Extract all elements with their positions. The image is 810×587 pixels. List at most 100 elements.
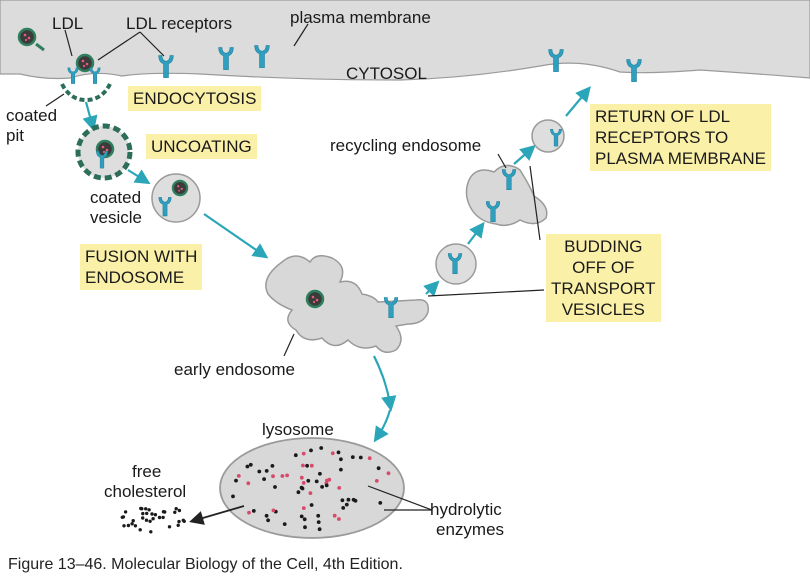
free-cholesterol-dot	[120, 515, 125, 519]
step-budding-line4: VESICLES	[561, 300, 645, 319]
step-endocytosis-text: ENDOCYTOSIS	[133, 89, 257, 108]
plasma-membrane-label: plasma membrane	[290, 8, 431, 27]
enzyme-dot	[309, 463, 314, 468]
free-cholesterol-dot	[153, 513, 158, 517]
enzyme-dot	[330, 451, 335, 456]
enzyme-dot	[271, 474, 275, 479]
cholesterol-dot	[299, 514, 304, 519]
cholesterol-dot	[346, 497, 351, 502]
ldl-label: LDL	[52, 14, 84, 33]
enzyme-dot	[236, 474, 241, 478]
cholesterol-dot	[266, 518, 270, 523]
coated-vesicle	[75, 123, 133, 181]
cholesterol-dot	[316, 520, 321, 524]
step-budding-line2: OFF OF	[572, 258, 635, 277]
enzyme-dot	[285, 473, 289, 478]
step-return-line1: RETURN OF LDL	[595, 107, 731, 126]
lysosome	[219, 437, 405, 539]
free-cholesterol-dot	[148, 519, 152, 523]
coated-vesicle-label-line2: vesicle	[90, 208, 142, 227]
enzyme-dot	[337, 486, 342, 490]
step-uncoating: UNCOATING	[146, 134, 257, 159]
free-cholesterol-dot	[161, 515, 165, 520]
ldl-receptors-label: LDL receptors	[126, 14, 233, 33]
free-cholesterol-label-line1: free	[132, 462, 162, 481]
cholesterol-dot	[376, 466, 381, 471]
enzyme-dot	[301, 506, 306, 510]
coated-vesicle-label-line1: coated	[90, 188, 142, 207]
enzyme-dot	[367, 456, 372, 461]
cholesterol-dot	[248, 462, 253, 467]
free-cholesterol-dot	[122, 524, 126, 528]
free-cholesterol-dot	[174, 507, 178, 511]
free-cholesterol-dot	[151, 517, 155, 521]
cholesterol-dot	[316, 513, 321, 518]
cholesterol-dot	[314, 479, 319, 484]
enzyme-dot	[247, 510, 251, 515]
free-cholesterol-dot	[173, 510, 177, 514]
enzyme-dot	[308, 491, 313, 495]
enzyme-dot	[332, 513, 337, 518]
free-cholesterol-dot	[126, 523, 131, 528]
free-cholesterol-dot	[141, 516, 145, 520]
coated-pit-label-line1: coated	[6, 106, 58, 125]
cholesterol-dot	[264, 469, 269, 473]
free-cholesterol-dot	[133, 524, 138, 528]
cholesterol-dot	[378, 501, 383, 505]
cholesterol-dot	[257, 469, 262, 474]
ldl-particle	[17, 27, 45, 52]
free-cholesterol-label-line2: cholesterol	[104, 482, 187, 501]
cholesterol-dot	[320, 485, 324, 489]
step-fusion: FUSION WITH ENDOSOME	[80, 244, 203, 290]
cholesterol-dot	[358, 455, 363, 460]
figure-caption: Figure 13–46. Molecular Biology of the C…	[8, 556, 403, 573]
cholesterol-dot	[350, 455, 355, 459]
free-cholesterol-dot	[163, 510, 167, 514]
free-cholesterol-dot	[149, 530, 153, 534]
cholesterol-dot	[273, 485, 277, 489]
step-fusion-line1: FUSION WITH	[85, 247, 198, 266]
cholesterol-dot	[245, 464, 250, 469]
free-cholesterol-dot	[138, 528, 142, 532]
cholesterol-dot	[306, 478, 311, 483]
cholesterol-dot	[340, 498, 345, 503]
cholesterol-dot	[296, 490, 301, 495]
cholesterol-dot	[302, 517, 307, 522]
free-cholesterol-dot	[131, 519, 135, 523]
step-return-receptors: RETURN OF LDL RECEPTORS TO PLASMA MEMBRA…	[590, 104, 771, 171]
enzyme-dot	[386, 471, 391, 476]
cholesterol-dot	[344, 502, 349, 507]
lysosome-label: lysosome	[262, 420, 334, 439]
enzyme-dot	[271, 508, 276, 513]
hydrolytic-enzymes-label-line2: enzymes	[436, 520, 505, 539]
free-cholesterol	[120, 506, 186, 534]
enzyme-dot	[301, 463, 305, 468]
cholesterol-dot	[339, 467, 343, 472]
cholesterol-dot	[293, 453, 298, 458]
cholesterol-dot	[234, 478, 238, 483]
cholesterol-dot	[341, 506, 346, 510]
free-cholesterol-dot	[130, 522, 134, 526]
free-cholesterol-dot	[177, 508, 182, 513]
free-cholesterol-dot	[141, 511, 145, 516]
enzyme-dot	[337, 517, 341, 521]
enzyme-dot	[301, 481, 306, 485]
cholesterol-dot	[282, 522, 287, 526]
step-fusion-line2: ENDOSOME	[85, 268, 185, 287]
step-uncoating-text: UNCOATING	[151, 137, 252, 156]
cholesterol-dot	[231, 494, 235, 499]
free-cholesterol-dot	[157, 515, 162, 520]
recycling-endosome-label: recycling endosome	[330, 136, 482, 155]
cholesterol-dot	[324, 483, 329, 488]
cytosol-label: CYTOSOL	[346, 64, 427, 83]
enzyme-dot	[280, 474, 285, 478]
cholesterol-dot	[262, 477, 266, 481]
cholesterol-dot	[336, 450, 341, 455]
hydrolytic-enzymes-label-line1: hydrolytic	[430, 500, 502, 519]
enzyme-dot	[301, 451, 306, 456]
step-endocytosis: ENDOCYTOSIS	[128, 86, 262, 111]
free-cholesterol-dot	[181, 518, 185, 522]
step-budding-line3: TRANSPORT	[551, 279, 656, 298]
transport-vesicle	[435, 243, 477, 285]
